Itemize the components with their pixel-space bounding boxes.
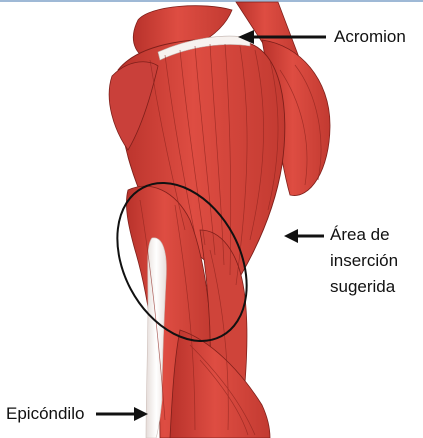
injection-area-label-line2: inserción [330, 250, 398, 272]
injection-area-label-line3: sugerida [330, 276, 395, 298]
epicondyle-label: Epicóndilo [6, 403, 84, 425]
acromion-label: Acromion [334, 26, 406, 48]
injection-area-label-line1: Área de [330, 224, 390, 246]
epicondyle-arrow [96, 407, 148, 421]
injection-area-arrow [284, 229, 324, 243]
top-rule [0, 0, 423, 2]
